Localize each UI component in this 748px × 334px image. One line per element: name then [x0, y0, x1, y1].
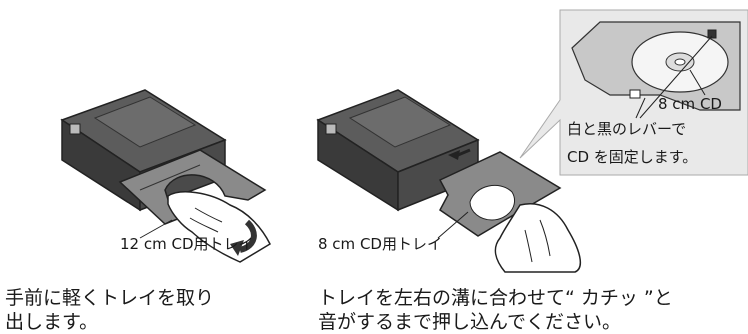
right-8cm-tray	[438, 151, 562, 237]
left-instruction: 手前に軽くトレイを取り 出します。	[5, 286, 285, 334]
left-hand	[167, 191, 271, 263]
callout-lever-line2: CD を固定します。	[567, 148, 698, 166]
insert-arrow-icon	[448, 150, 460, 160]
pull-arrow-icon	[239, 219, 257, 253]
left-instruction-line1: 手前に軽くトレイを取り	[5, 287, 215, 309]
callout-tray-detail	[571, 21, 741, 111]
callout-disc-label: 8 cm CD	[658, 95, 722, 113]
right-instruction-line1: トレイを左右の溝に合わせて“ カチッ ”と	[318, 287, 673, 309]
arrowhead-icon	[230, 240, 244, 256]
left-tray-label: 12 cm CD用トレイ	[120, 235, 254, 253]
callout-lever-line1: 白と黒のレバーで	[567, 120, 687, 138]
right-tray-label: 8 cm CD用トレイ	[318, 235, 442, 253]
right-instruction-line2: 音がするまで押し込んでください。	[318, 311, 622, 333]
right-instruction: トレイを左右の溝に合わせて“ カチッ ”と 音がするまで押し込んでください。	[318, 286, 748, 334]
left-instruction-line2: 出します。	[5, 311, 99, 333]
right-hand	[494, 203, 582, 273]
